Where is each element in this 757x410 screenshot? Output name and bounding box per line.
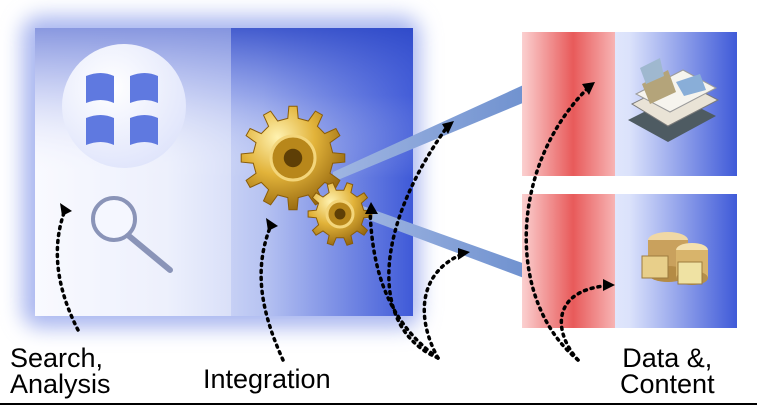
search-label-line-2: Analysis bbox=[10, 369, 111, 399]
arrow-to-large-gear-connector bbox=[387, 125, 449, 360]
data-label-line-2: Content bbox=[620, 369, 715, 399]
flow-arrows bbox=[55, 86, 606, 362]
gear-hub bbox=[334, 208, 346, 220]
integration-label: Integration bbox=[203, 364, 331, 394]
arrow-to-lower-connector bbox=[422, 253, 462, 360]
arrowhead-bottom-source bbox=[603, 279, 615, 291]
storage-boxes-icon bbox=[641, 232, 708, 285]
arrowhead-small-gear bbox=[365, 202, 378, 214]
bottom-rule bbox=[0, 403, 757, 405]
arrowheads bbox=[60, 82, 615, 291]
arrowhead-lower-connector bbox=[458, 248, 470, 260]
data-content-label: Data &, Content bbox=[620, 343, 715, 399]
arrow-to-top-source bbox=[524, 86, 590, 362]
arrowhead-integration bbox=[266, 218, 278, 231]
search-label-line-1: Search, bbox=[10, 343, 104, 373]
magnifier-icon bbox=[91, 196, 173, 273]
arrowhead-top-source bbox=[582, 82, 595, 95]
arrowhead-search bbox=[60, 203, 72, 216]
arrow-to-integration bbox=[259, 223, 285, 362]
search-analysis-label: Search, Analysis bbox=[10, 343, 111, 399]
arrow-to-search bbox=[55, 208, 80, 332]
arrow-to-small-gear bbox=[368, 208, 440, 360]
large-gear-icon bbox=[240, 105, 346, 211]
windows-logo-icon bbox=[62, 44, 186, 168]
data-label-line-1: Data &, bbox=[622, 343, 713, 373]
arrowhead-upper-connector bbox=[442, 121, 454, 134]
gear-hub bbox=[283, 148, 303, 168]
small-gear-icon bbox=[307, 182, 373, 246]
document-stack-icon bbox=[628, 58, 720, 142]
arrow-to-bottom-source bbox=[559, 284, 606, 362]
